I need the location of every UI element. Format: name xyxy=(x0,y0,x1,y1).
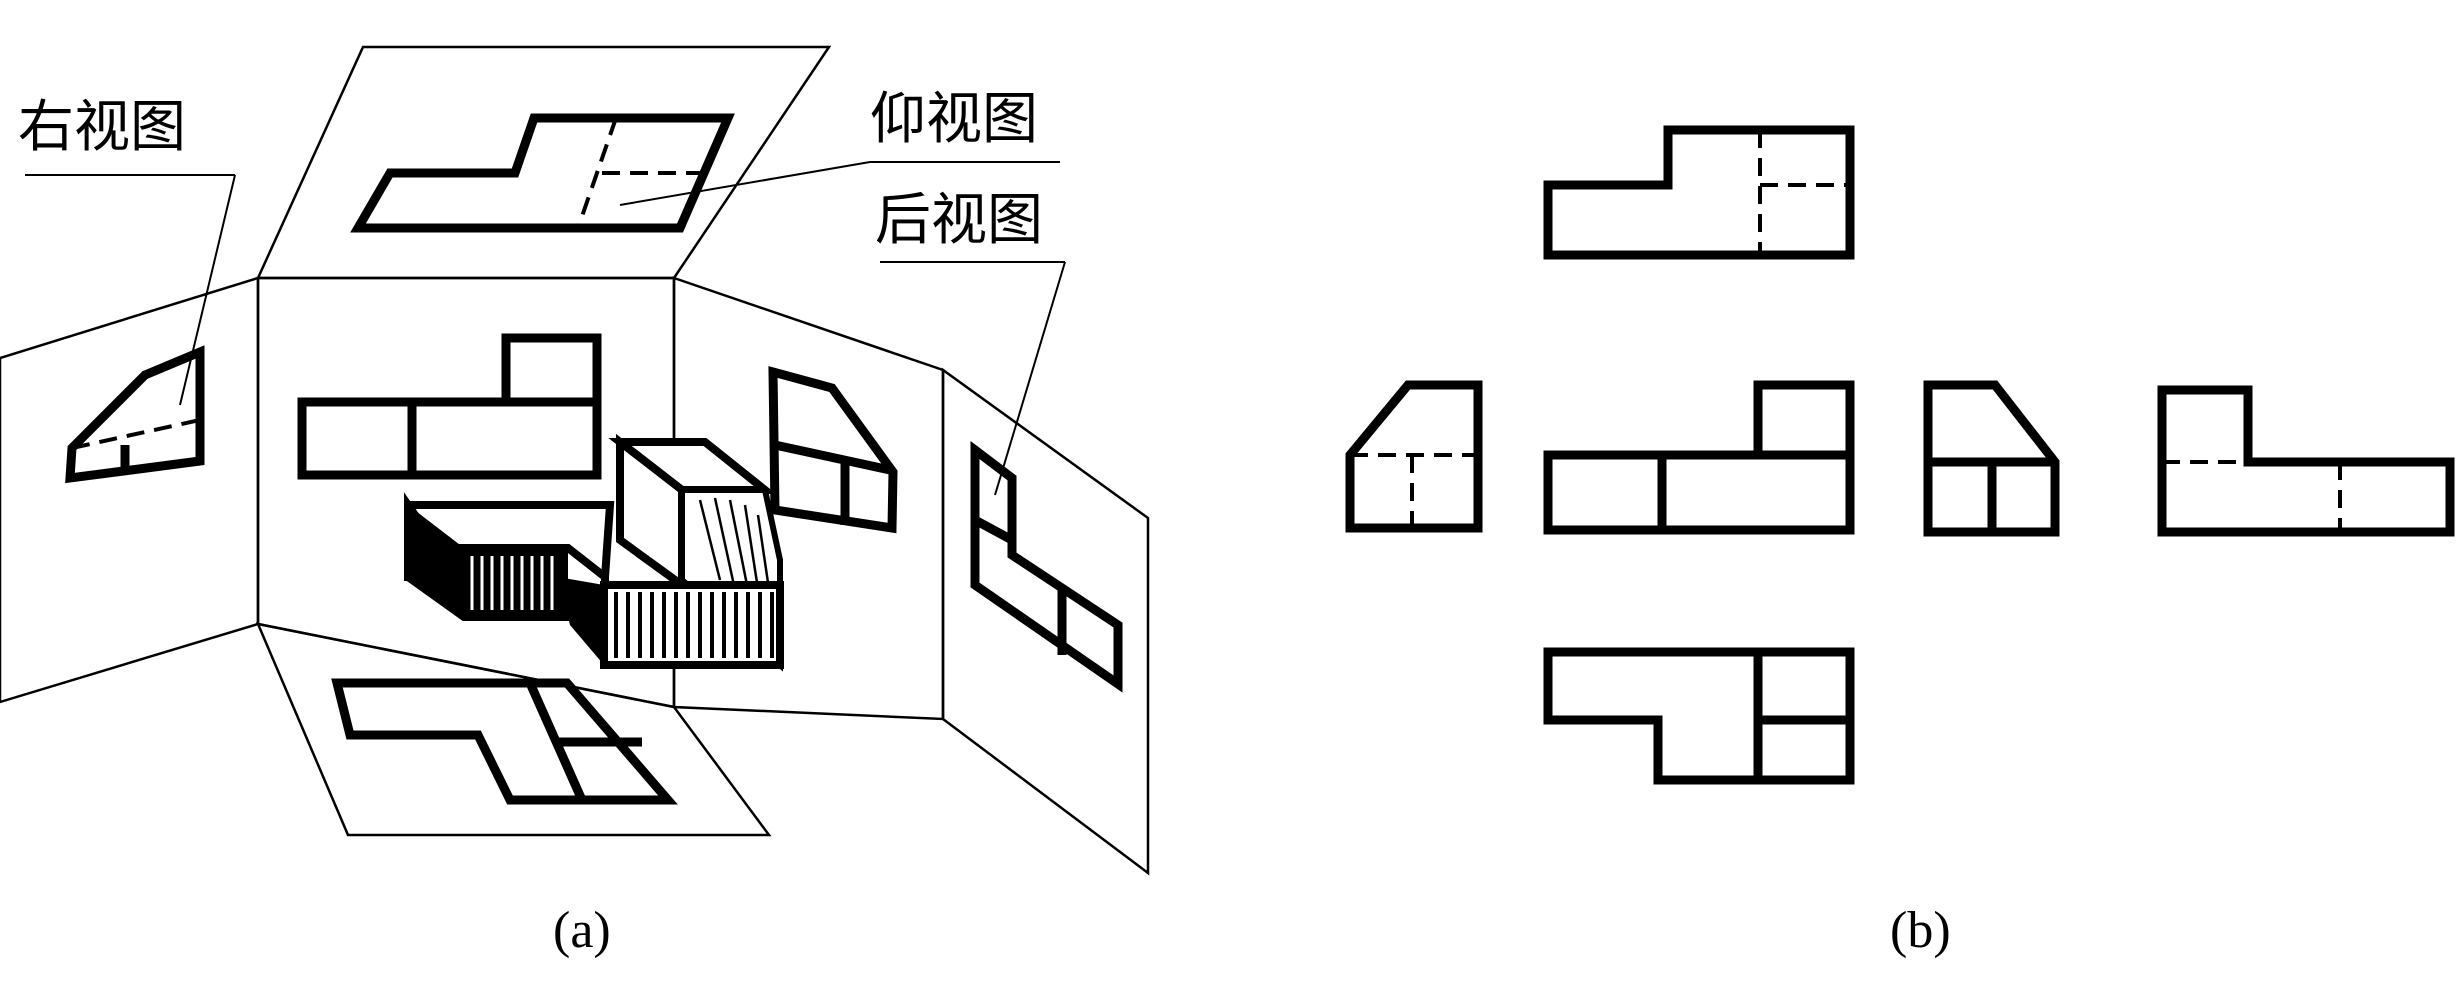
panel-b-six-views xyxy=(1345,125,2455,785)
bottom-view-leader xyxy=(619,161,871,206)
front-view-drawing xyxy=(297,333,602,480)
b-rear-view xyxy=(2157,385,2455,537)
right-view-leader xyxy=(179,174,236,406)
top-plane xyxy=(256,45,832,280)
bottom-view-drawing xyxy=(350,113,735,233)
b-right-view xyxy=(1345,380,1483,533)
rear-view-drawing xyxy=(970,440,1123,693)
rear-view-label: 后视图 xyxy=(875,188,1043,253)
right-view-drawing xyxy=(65,345,205,484)
caption-b: (b) xyxy=(1890,902,1951,959)
left-plane xyxy=(0,276,260,704)
top-view-drawing xyxy=(331,678,678,805)
b-left-view xyxy=(1923,380,2060,537)
b-top-plan-view xyxy=(1543,647,1855,785)
right-view-label: 右视图 xyxy=(18,95,186,160)
b-front-view xyxy=(1543,380,1855,535)
bottom-view-label: 仰视图 xyxy=(870,87,1038,152)
caption-a: (a) xyxy=(553,902,611,959)
b-top-view xyxy=(1543,125,1855,260)
rear-view-leader xyxy=(994,261,1066,496)
panel-a-projection-box xyxy=(0,45,1150,876)
isometric-object xyxy=(404,433,784,672)
rear-plane xyxy=(941,367,1150,876)
left-view-drawing xyxy=(768,366,898,534)
